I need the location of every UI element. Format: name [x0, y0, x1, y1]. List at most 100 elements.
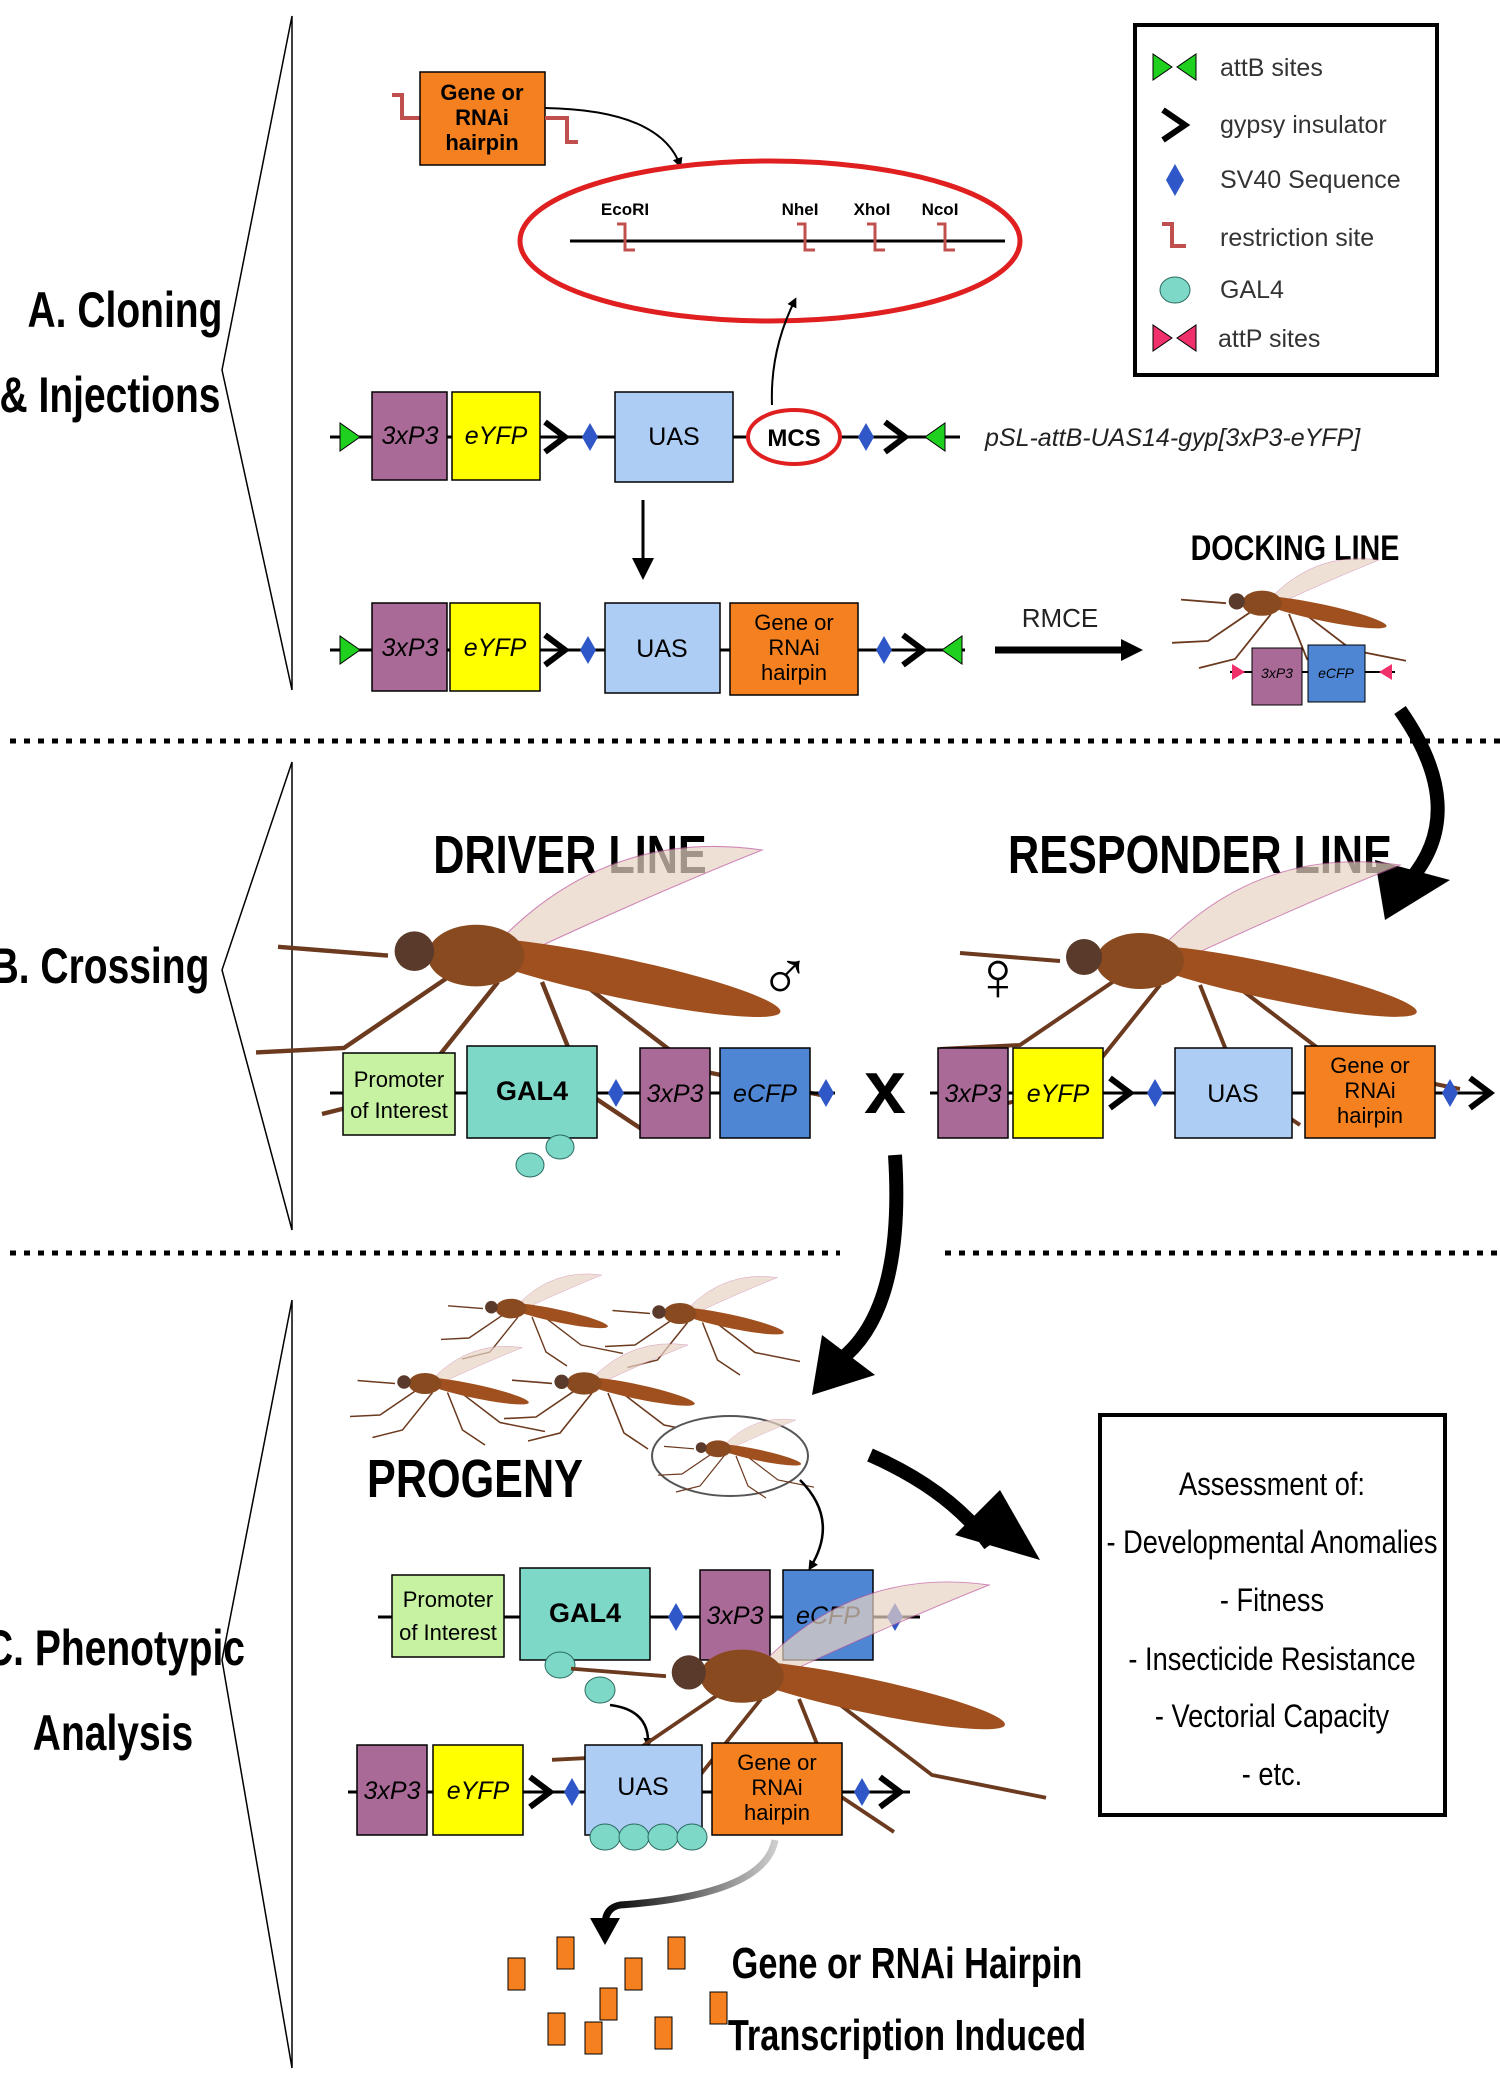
progeny-to-assessment-arrowhead: [955, 1490, 1040, 1560]
gypsy-insulator-icon: [901, 632, 928, 668]
part-3xp3-label: 3xP3: [364, 1777, 421, 1805]
hairpin-label-1: Gene or: [754, 610, 834, 635]
gal4-protein-icon: [544, 1651, 576, 1679]
part-gene-hairpin: [729, 602, 859, 696]
mcs-to-zoom-arrow: [770, 297, 797, 406]
hairpin-label-2: RNAi: [751, 1775, 802, 1800]
sv40-diamond-icon: [1442, 1079, 1458, 1107]
sv40-diamond-icon: [582, 423, 598, 451]
plasmid-construct: 3xP3 eYFP UAS MCS: [330, 391, 960, 483]
driver-construct: Promoter of Interest GAL4 3xP3 eCFP: [330, 1045, 835, 1178]
gal4-protein-icon: [647, 1823, 679, 1851]
insert-label-2: RNAi: [455, 105, 509, 130]
section-a-brace: [221, 15, 293, 691]
gal4-binding-arrow: [609, 1703, 654, 1748]
part-eyfp: [451, 391, 541, 481]
part-gene-hairpin: [1304, 1045, 1436, 1139]
docking-3xp3-label: 3xP3: [1261, 665, 1293, 681]
site-ecori-label: EcoRI: [601, 200, 649, 219]
legend-attb-label: attB sites: [1220, 54, 1323, 82]
restriction-site-icon: [867, 222, 885, 252]
progeny-mosquito-icon: [349, 1345, 546, 1446]
gal4-protein-icon: [589, 1823, 621, 1851]
part-3xp3-label: 3xP3: [707, 1602, 764, 1630]
part-3xp3: [699, 1569, 771, 1661]
transcript-products: [507, 1936, 728, 2055]
insert-label-3: hairpin: [445, 130, 518, 155]
progeny-title: PROGENY: [367, 1450, 583, 1510]
gypsy-insulator-icon: [543, 419, 570, 455]
cross-symbol: x: [864, 1045, 906, 1129]
part-ecfp: [719, 1047, 811, 1139]
promoter-label-2: of Interest: [399, 1620, 497, 1645]
insert-label-1: Gene or: [440, 80, 524, 105]
part-3xp3-label: 3xP3: [647, 1080, 704, 1108]
restriction-site-icon: [1162, 222, 1186, 248]
transcript-icon: [599, 1987, 618, 2021]
sv40-diamond-icon: [1147, 1079, 1163, 1107]
part-3xp3-label: 3xP3: [382, 422, 439, 450]
part-3xp3: [371, 391, 448, 481]
attb-sites-icon: [1152, 53, 1173, 81]
transcription-label-1: Gene or RNAi Hairpin: [732, 1939, 1083, 1988]
legend: attB sites gypsy insulator SV40 Sequence…: [1133, 23, 1439, 377]
gal4-protein-icon: [515, 1152, 545, 1178]
hairpin-label-3: hairpin: [1337, 1103, 1403, 1128]
insert-to-mcs-arrow: [544, 107, 683, 168]
part-eyfp-label: eYFP: [464, 634, 527, 662]
part-uas: [614, 391, 734, 483]
gypsy-insulator-icon: [528, 1774, 555, 1810]
restriction-site-icon: [545, 116, 578, 144]
restriction-site-icon: [392, 93, 422, 120]
legend-gal4-label: GAL4: [1220, 276, 1284, 304]
part-eyfp-label: eYFP: [1027, 1080, 1090, 1108]
gypsy-insulator-icon: [1468, 1075, 1495, 1111]
mcs-oval: [746, 408, 842, 466]
female-symbol: ♀: [972, 937, 1025, 1015]
attp-site-icon: [1379, 664, 1392, 680]
hairpin-label-2: RNAi: [768, 635, 819, 660]
attp-site-icon: [1232, 664, 1245, 680]
gal4-label: GAL4: [496, 1076, 568, 1106]
part-ecfp-label: eCFP: [733, 1080, 797, 1108]
section-c-label-2: Analysis: [33, 1704, 193, 1761]
progeny-responder-construct: 3xP3 eYFP UAS Gene or RNAi hairpin: [348, 1742, 910, 1851]
part-3xp3: [371, 602, 448, 692]
sv40-diamond-icon: [818, 1079, 834, 1107]
hairpin-label-1: Gene or: [1330, 1053, 1410, 1078]
responder-construct: 3xP3 eYFP UAS Gene or RNAi hairpin: [930, 1045, 1495, 1139]
sv40-diamond-icon: [876, 636, 892, 664]
assessment-item-2: - Fitness: [1220, 1583, 1324, 1619]
legend-restriction-label: restriction site: [1220, 224, 1374, 252]
sv40-diamond-icon: [580, 636, 596, 664]
hairpin-label-2: RNAi: [1344, 1078, 1395, 1103]
transcript-icon: [584, 2021, 603, 2055]
part-uas-label: UAS: [648, 423, 699, 451]
part-gene-hairpin: [711, 1742, 843, 1836]
site-ncoi-label: NcoI: [922, 200, 959, 219]
part-promoter: [342, 1052, 456, 1136]
mcs-zoom: EcoRI NheI XhoI NcoI: [517, 158, 1023, 324]
gypsy-insulator-icon: [1161, 107, 1191, 143]
part-promoter: [391, 1574, 505, 1658]
part-3xp3: [356, 1744, 428, 1836]
assessment-item-1: - Developmental Anomalies: [1106, 1525, 1437, 1561]
gal4-label: GAL4: [549, 1598, 621, 1628]
sv40-diamond-icon: [858, 423, 874, 451]
sv40-diamond-icon: [1166, 164, 1184, 196]
plasmid-name: pSL-attB-UAS14-gyp[3xP3-eYFP]: [984, 424, 1361, 452]
legend-sv40-label: SV40 Sequence: [1220, 166, 1401, 194]
site-xhoi-label: XhoI: [854, 200, 891, 219]
part-eyfp: [432, 1744, 524, 1836]
gypsy-insulator-icon: [878, 1774, 905, 1810]
attb-site-icon: [924, 422, 946, 452]
transcript-icon: [667, 1936, 686, 1970]
part-gal4: [519, 1567, 651, 1661]
transcript-icon: [507, 1957, 526, 1991]
cloned-construct: 3xP3 eYFP UAS Gene or RNAi hairpin: [330, 602, 965, 696]
transcript-icon: [556, 1936, 575, 1970]
transcription-arrowhead: [590, 1918, 620, 1945]
insert-cassette: Gene or RNAi hairpin: [392, 71, 578, 166]
transcription-arrow: [601, 1839, 779, 1926]
